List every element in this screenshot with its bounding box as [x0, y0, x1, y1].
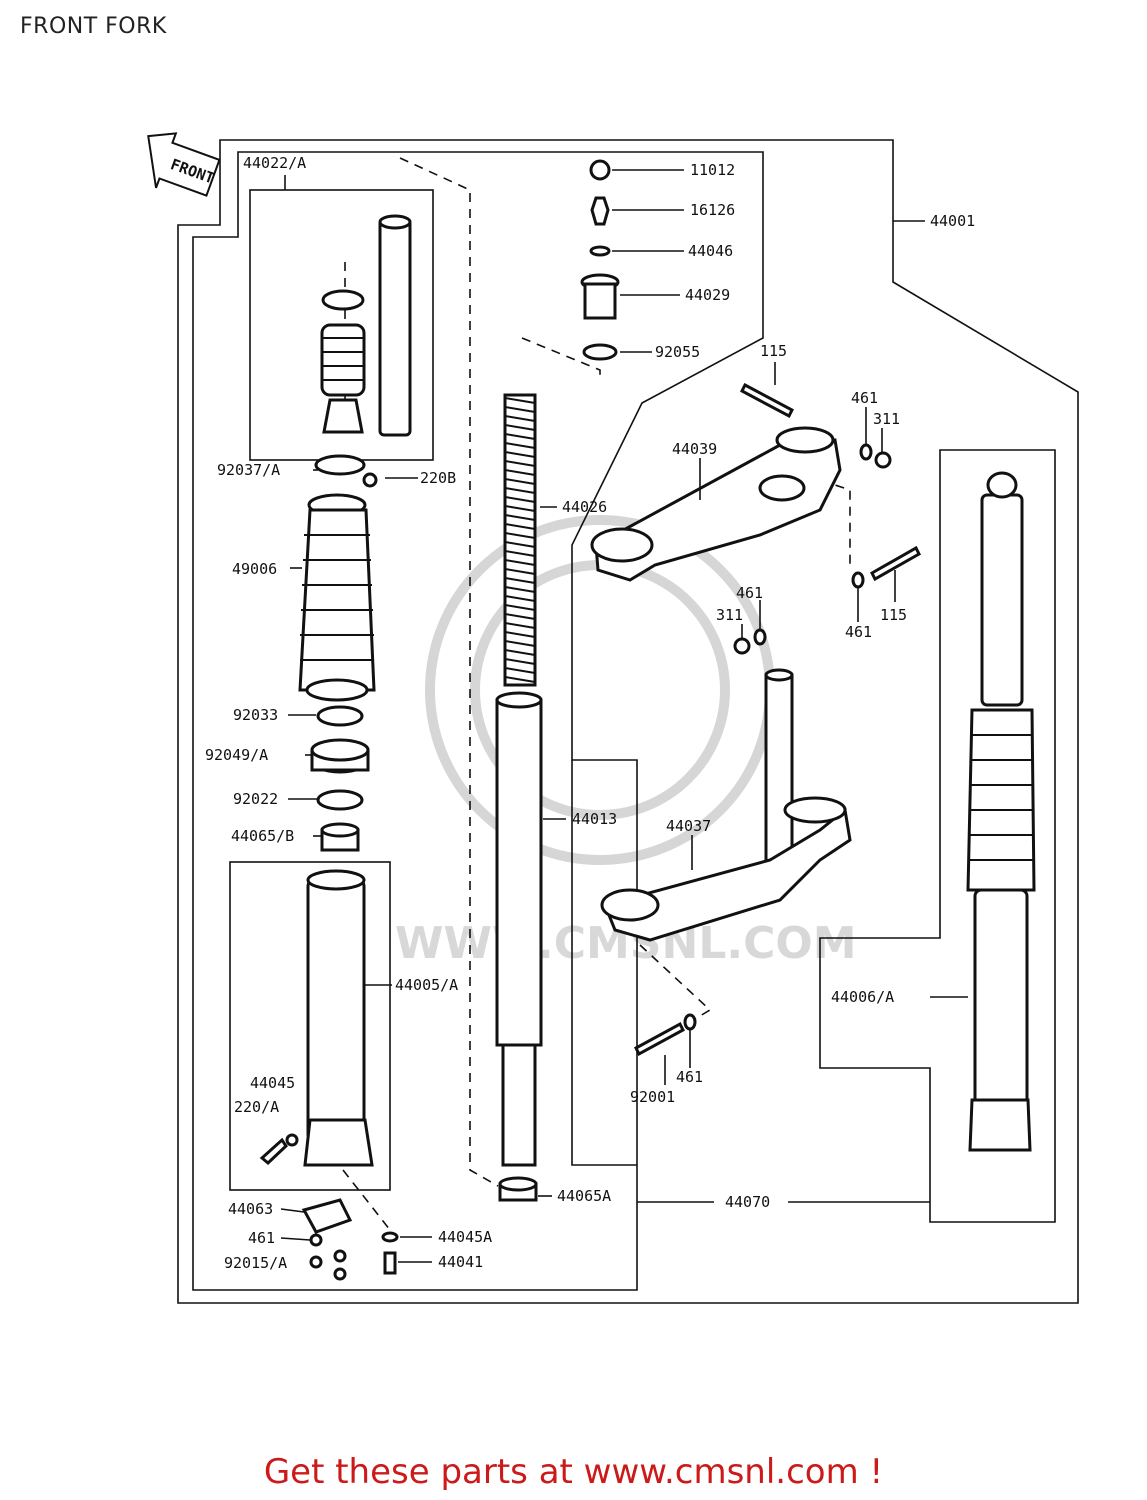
label-44063: 44063 [228, 1200, 273, 1218]
leader-line [280, 1237, 311, 1241]
label-44070: 44070 [725, 1193, 770, 1211]
assembly-boundary [177, 139, 1079, 1304]
oil-seal-part [310, 738, 370, 774]
slide-bushing-part [498, 1176, 538, 1202]
clamp-bolt-115-part [740, 382, 794, 419]
label-11012: 11012 [690, 161, 735, 179]
label-44065A: 44065A [557, 1187, 611, 1205]
label-115a: 115 [760, 342, 787, 360]
label-44001: 44001 [930, 212, 975, 230]
nut-311-part [874, 451, 892, 469]
rebound-spring-part [320, 323, 366, 397]
front-arrow: FRONT [147, 132, 221, 197]
label-92049A: 92049/A [205, 746, 268, 764]
label-311a: 311 [873, 410, 900, 428]
label-44065B: 44065/B [231, 827, 294, 845]
nut-part [333, 1249, 347, 1263]
dust-boot-part [298, 493, 376, 702]
label-44026: 44026 [562, 498, 607, 516]
inner-tube-part [495, 691, 543, 1167]
label-44029: 44029 [685, 286, 730, 304]
washer-461-part [683, 1013, 697, 1031]
washer-461-part [753, 628, 767, 646]
label-44022A: 44022/A [243, 154, 306, 172]
guide-line [521, 337, 601, 380]
label-44005A: 44005/A [395, 976, 458, 994]
washer-461-part [309, 1233, 323, 1247]
label-461a: 461 [248, 1229, 275, 1247]
exploded-parts-diagram: WWW.CMSNL.COM FRONT [147, 132, 1079, 1304]
drain-bolt-part [383, 1251, 397, 1275]
label-44039: 44039 [672, 440, 717, 458]
label-44013: 44013 [572, 810, 617, 828]
label-44041: 44041 [438, 1253, 483, 1271]
piston-ring-part [321, 289, 365, 311]
snap-ring-part [316, 705, 364, 727]
clamp-bolt-115-part [870, 545, 921, 582]
steering-stem-part [600, 668, 852, 942]
washer-461-part [859, 443, 873, 461]
label-461c: 461 [736, 584, 763, 602]
front-arrow-label: FRONT [168, 155, 217, 187]
label-92037A: 92037/A [217, 461, 280, 479]
label-220B: 220B [420, 469, 456, 487]
label-311b: 311 [716, 606, 743, 624]
axle-holder-part [301, 1198, 353, 1234]
damper-rod-part [378, 214, 412, 437]
axle-bolt-part [259, 1137, 288, 1166]
label-44045: 44045 [250, 1074, 295, 1092]
guide-line [342, 1169, 391, 1231]
label-44046: 44046 [688, 242, 733, 260]
bolt-92001-part [634, 1021, 685, 1057]
label-461b: 461 [851, 389, 878, 407]
fork-assembly-boundary [192, 151, 764, 1291]
fork-cap-bolt-part [580, 273, 620, 320]
label-461d: 461 [845, 623, 872, 641]
nut-part [309, 1255, 323, 1269]
leader-line [280, 1208, 305, 1213]
oil-lock-piece-part [322, 398, 364, 434]
clamp-ring-part [314, 454, 366, 476]
label-44006A: 44006/A [831, 988, 894, 1006]
cap-11012-part [589, 159, 611, 181]
nut-part [333, 1267, 347, 1281]
label-92015A: 92015/A [224, 1254, 287, 1272]
gasket-part [381, 1231, 399, 1243]
right-fork-boundary [571, 449, 1056, 1223]
clamp-screw-part [362, 472, 378, 488]
o-ring-92055-part [582, 343, 618, 361]
bushing-part [320, 822, 360, 852]
label-16126: 16126 [690, 201, 735, 219]
footer-shop-link[interactable]: Get these parts at www.cmsnl.com ! [263, 1452, 884, 1492]
label-92022: 92022 [233, 790, 278, 808]
label-220A: 220/A [234, 1098, 279, 1116]
air-valve-part [590, 196, 610, 226]
outer-tube-part [303, 869, 374, 1167]
washer-part [316, 789, 364, 811]
guide-line [399, 157, 499, 1187]
label-44045A: 44045A [438, 1228, 492, 1246]
assembled-fork-part [966, 471, 1036, 1152]
label-92033: 92033 [233, 706, 278, 724]
label-92001: 92001 [630, 1088, 675, 1106]
page-title: FRONT FORK [20, 14, 167, 39]
nut-311-part [733, 637, 751, 655]
label-115b: 115 [880, 606, 907, 624]
washer-461-part [851, 571, 865, 589]
outer-tube-box [229, 861, 391, 1191]
label-461e: 461 [676, 1068, 703, 1086]
label-49006: 49006 [232, 560, 277, 578]
label-92055: 92055 [655, 343, 700, 361]
fork-spring-part [503, 393, 537, 687]
washer-44045-part [285, 1133, 299, 1147]
o-ring-44046-part [589, 245, 611, 257]
label-44037: 44037 [666, 817, 711, 835]
